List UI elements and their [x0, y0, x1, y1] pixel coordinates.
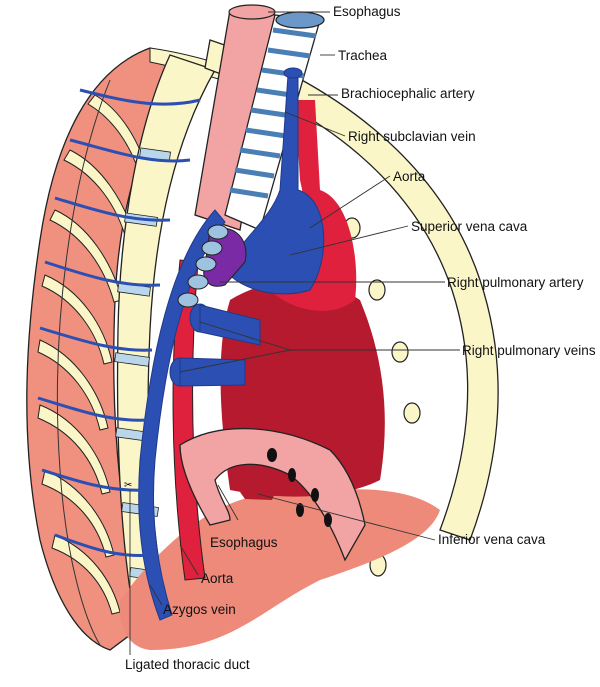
rib: [37, 339, 109, 431]
label-esophagus-top: Esophagus: [333, 4, 401, 19]
trachea-ring: [267, 47, 311, 59]
intercostal-vein: [41, 468, 149, 492]
trachea-ring: [245, 127, 287, 139]
inferior-vena-cava-shape: [240, 492, 275, 500]
bronchus-ring: [201, 240, 223, 256]
leader-azygos: [149, 584, 163, 606]
trachea-ring: [234, 167, 275, 179]
node: [296, 503, 304, 517]
trachea-ring: [272, 27, 317, 39]
intercostal-vein: [37, 396, 149, 422]
leader-esophagus-bottom: [217, 484, 239, 521]
intercostal-veins: [37, 88, 201, 558]
intercostal-vein: [54, 196, 171, 222]
leader-ivc: [257, 493, 436, 541]
intercostal-vein: [44, 260, 161, 287]
esophagus-lower: [179, 427, 366, 562]
rib-stub: [368, 279, 386, 301]
label-azygos-vein: Azygos vein: [163, 602, 236, 617]
label-aorta-top: Aorta: [393, 169, 426, 184]
label-trachea: Trachea: [338, 48, 388, 63]
label-right-pulmonary-artery: Right pulmonary artery: [447, 275, 584, 290]
intercostal-vein: [39, 326, 153, 352]
leader-aorta-top: [309, 175, 391, 229]
node: [324, 513, 332, 527]
rib-stub: [391, 341, 409, 363]
bronchus-ring: [187, 274, 209, 290]
label-superior-vena-cava: Superior vena cava: [411, 219, 528, 234]
label-ligated-thoracic-duct: Ligated thoracic duct: [125, 657, 250, 672]
trachea-opening: [275, 11, 325, 29]
bronchus-ring: [195, 256, 217, 272]
node: [311, 488, 319, 502]
leader-lines: [129, 11, 460, 655]
intercostal-band: [114, 352, 150, 367]
label-inferior-vena-cava: Inferior vena cava: [438, 532, 546, 547]
right-main-bronchus: [177, 224, 229, 308]
intercostal-vein: [69, 138, 191, 163]
label-aorta-bottom: Aorta: [201, 571, 234, 586]
leader-aorta-bottom: [179, 544, 199, 576]
label-esophagus-bottom: Esophagus: [210, 535, 278, 550]
thoracic-duct-clip-icon: ✂: [124, 480, 132, 491]
intercostal-vein: [54, 533, 153, 558]
brachiocephalic-vein-end: [283, 67, 303, 79]
node: [267, 448, 277, 462]
pulmonary-vein-trunk: [199, 304, 261, 346]
node: [288, 468, 296, 482]
trachea-ring: [239, 147, 281, 159]
leader-pulm-veins: [199, 321, 291, 351]
azygos-vein: [138, 209, 226, 621]
rib: [41, 469, 115, 558]
veins: [138, 67, 325, 621]
leader-subclavian: [284, 111, 346, 137]
diaphragm: [119, 489, 440, 650]
pulmonary-vein-trunk: [179, 357, 246, 387]
chest-wall-seam: [56, 79, 111, 646]
rib: [41, 274, 113, 365]
bronchus-ring: [177, 292, 199, 308]
rib-stub: [403, 402, 421, 424]
trachea-ring: [229, 187, 269, 199]
label-right-subclavian-vein: Right subclavian vein: [348, 129, 476, 144]
labels: Esophagus Trachea Brachiocephalic artery…: [125, 4, 596, 672]
intercostal-vein: [79, 88, 201, 106]
leader-svc: [289, 225, 409, 256]
superior-vena-cava: [224, 74, 325, 295]
bronchus-ring: [207, 224, 229, 240]
label-brachiocephalic-artery: Brachiocephalic artery: [341, 86, 475, 101]
vagal-nodes: [267, 448, 332, 527]
rib: [49, 209, 123, 303]
leader-pulm-veins-2: [179, 349, 291, 373]
anterior-rib-arc: [204, 39, 499, 541]
label-right-pulmonary-veins: Right pulmonary veins: [462, 343, 596, 358]
rib: [37, 404, 111, 495]
rib: [51, 534, 121, 615]
